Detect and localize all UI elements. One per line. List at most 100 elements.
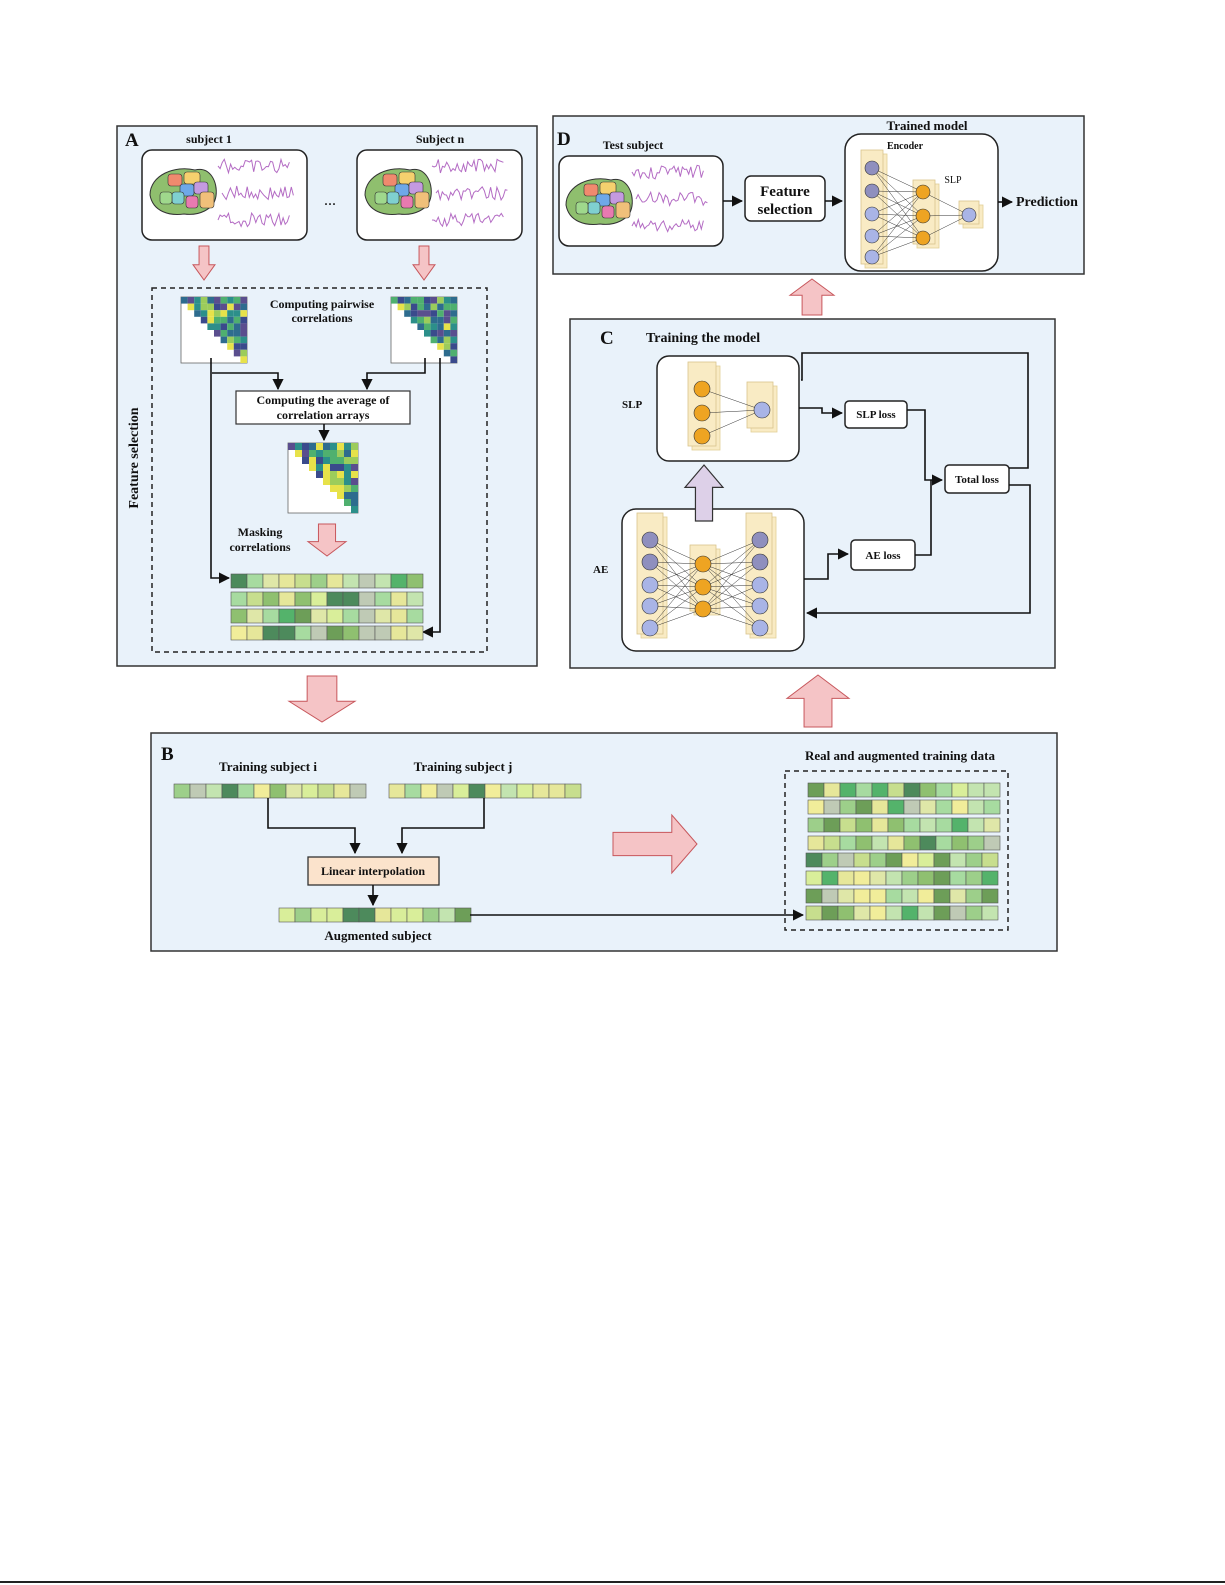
strip-cell (326, 907, 344, 923)
strip-cell (358, 608, 376, 624)
strip-cell (420, 783, 438, 799)
pink-up-arrow-icon (788, 278, 836, 316)
strip-cell (949, 870, 967, 886)
strip-cell (983, 782, 1001, 798)
eeg-wave-icon (217, 157, 294, 228)
strip-cell (919, 835, 937, 851)
strip-cell (935, 835, 953, 851)
strip-cell (406, 591, 424, 607)
strip-cell (951, 782, 969, 798)
strip-cell (358, 573, 376, 589)
strip-cell (981, 888, 999, 904)
strip-cell (221, 783, 239, 799)
strip-cell (901, 852, 919, 868)
encoder-label: Encoder (887, 141, 924, 152)
strip-cell (390, 625, 408, 641)
subject-n-label: Subject n (416, 132, 465, 146)
strip-cell (500, 783, 518, 799)
masking-label-line1: Masking (238, 525, 283, 539)
strip-cell (901, 888, 919, 904)
strip-cell (468, 783, 486, 799)
strip-cell (951, 799, 969, 815)
strip-cell (949, 888, 967, 904)
strip-cell (965, 852, 983, 868)
strip-cell (805, 905, 823, 921)
strip-cell (981, 852, 999, 868)
strip-cell (885, 888, 903, 904)
training-data-strip (807, 817, 1001, 833)
augmented-vector-strip (278, 907, 472, 923)
strip-cell (917, 905, 935, 921)
strip-cell (933, 852, 951, 868)
strip-cell (358, 625, 376, 641)
training-subject-j-label: Training subject j (414, 759, 513, 774)
strip-cell (837, 870, 855, 886)
strip-cell (821, 905, 839, 921)
strip-cell (965, 905, 983, 921)
strip-cell (871, 817, 889, 833)
strip-cell (390, 608, 408, 624)
strip-cell (933, 870, 951, 886)
strip-cell (278, 625, 296, 641)
strip-cell (871, 799, 889, 815)
feature-vector-strip (230, 608, 424, 624)
ae-side-label: AE (593, 564, 608, 576)
average-label-line2: correlation arrays (277, 408, 370, 422)
augmented-subject-label: Augmented subject (324, 928, 432, 943)
strip-cell (230, 608, 248, 624)
test-subject-label: Test subject (603, 138, 664, 152)
strip-cell (805, 852, 823, 868)
strip-cell (326, 608, 344, 624)
strip-cell (438, 907, 456, 923)
pairwise-label-line1: Computing pairwise (270, 297, 375, 311)
strip-cell (821, 888, 839, 904)
prediction-label: Prediction (1016, 195, 1078, 210)
strip-cell (262, 573, 280, 589)
training-data-strip (807, 835, 1001, 851)
strip-cell (269, 783, 287, 799)
strip-cell (333, 783, 351, 799)
panel-c: C Training the model SLP AE SLP loss AE … (569, 318, 1056, 669)
training-data-region (784, 770, 1009, 931)
strip-cell (237, 783, 255, 799)
brain-icon (565, 178, 633, 225)
brain-icon (149, 168, 217, 215)
strip-cell (358, 591, 376, 607)
strip-cell (821, 870, 839, 886)
strip-cell (821, 852, 839, 868)
panel-d-letter: D (557, 129, 571, 150)
trained-network-icon (860, 149, 984, 269)
strip-cell (246, 625, 264, 641)
strip-cell (230, 591, 248, 607)
feature-vector-strip (388, 783, 582, 799)
slp-box (656, 355, 800, 462)
strip-cell (342, 573, 360, 589)
strip-cell (317, 783, 335, 799)
strip-cell (853, 905, 871, 921)
pink-right-arrow-icon (612, 813, 698, 875)
slp-side-label: SLP (622, 399, 642, 411)
strip-cell (516, 783, 534, 799)
feature-selection-line2: selection (758, 202, 814, 218)
strip-cell (807, 817, 825, 833)
linear-interpolation-box (307, 856, 440, 886)
total-loss-label: Total loss (955, 474, 1000, 486)
training-data-strip (807, 782, 1001, 798)
strip-cell (887, 799, 905, 815)
strip-cell (933, 905, 951, 921)
training-subject-i-label: Training subject i (219, 759, 317, 774)
strip-cell (887, 835, 905, 851)
strip-cell (823, 817, 841, 833)
linear-interpolation-label: Linear interpolation (321, 864, 425, 878)
strip-cell (807, 782, 825, 798)
strip-cell (326, 591, 344, 607)
strip-cell (452, 783, 470, 799)
strip-cell (871, 782, 889, 798)
strip-cell (837, 888, 855, 904)
strip-cell (981, 905, 999, 921)
slp-loss-box (844, 400, 908, 429)
panel-b-letter: B (161, 744, 174, 765)
strip-cell (205, 783, 223, 799)
panel-b: B Training subject i Training subject j … (150, 732, 1058, 952)
